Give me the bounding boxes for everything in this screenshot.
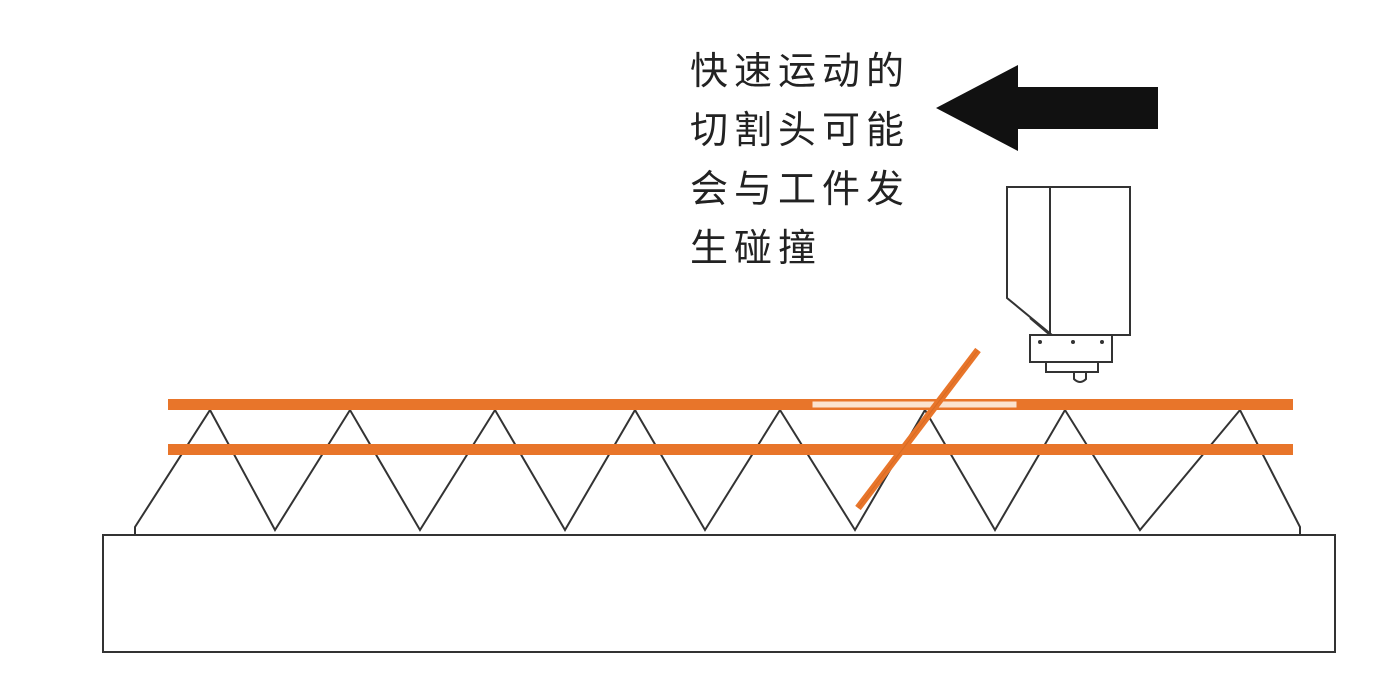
left-arrow-icon [936,65,1158,151]
workpiece-bottom-sheet [168,444,1293,455]
caption-line-3: 会与工件发 [690,167,911,211]
laser-cutting-head-icon [1006,186,1131,383]
cut-gap-highlight [812,401,1017,408]
tipped-up-part [855,347,981,511]
support-slats [134,408,1301,535]
machine-bed [102,534,1336,653]
collision-warning-caption: 快速运动的 切割头可能 会与工件发 生碰撞 [690,42,930,278]
caption-line-1: 快速运动的 [690,49,911,93]
workpiece-top-sheet [168,399,1293,410]
caption-line-4: 生碰撞 [690,226,823,270]
caption-line-2: 切割头可能 [690,108,911,152]
